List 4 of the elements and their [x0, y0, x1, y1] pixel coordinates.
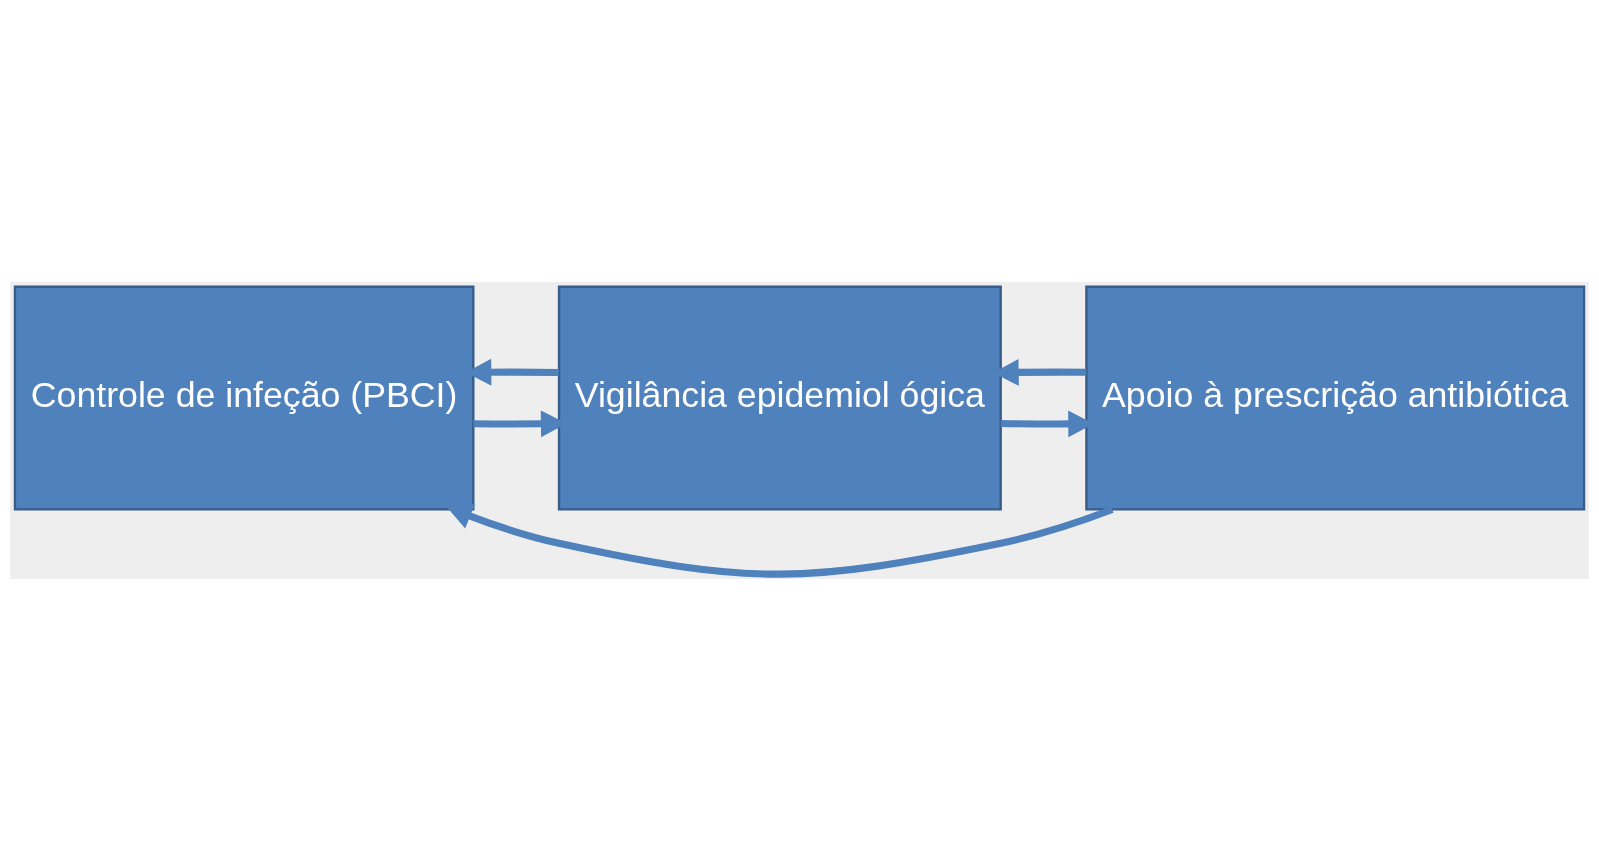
node-box: Apoio à prescrição antibiótica: [1085, 285, 1586, 511]
arrow: [446, 503, 1114, 578]
node-box: Vigilância epidemiol ógica: [557, 285, 1002, 511]
node-box: Controle de infeção (PBCI): [13, 285, 475, 511]
